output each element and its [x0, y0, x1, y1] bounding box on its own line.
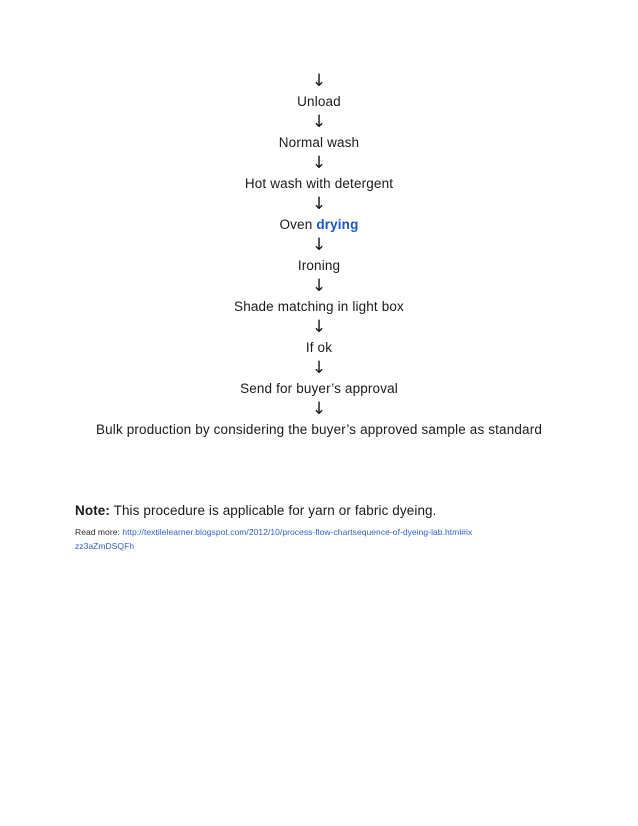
read-more-url-line-2: lab.html#ixzz3aZmDSQFh [75, 526, 473, 551]
read-more-paragraph: Read more: http://textilelearner.blogspo… [75, 525, 475, 553]
note-paragraph: Note: This procedure is applicable for y… [75, 501, 555, 520]
flow-arrow-icon: ↓ [311, 235, 327, 255]
flow-arrow-icon: ↓ [311, 399, 327, 419]
flow-step-oven-drying: Oven drying [0, 214, 638, 236]
note-text: This procedure is applicable for yarn or… [110, 502, 437, 518]
flow-arrow-icon: ↓ [311, 358, 327, 378]
read-more-label: Read more: [75, 526, 120, 537]
flow-step-shade-matching-in-light-box: Shade matching in light box [234, 299, 404, 314]
flow-step-if-ok: If ok [305, 340, 333, 355]
flow-step-unload: Unload [297, 94, 341, 109]
flow-step-oven-label: Oven [279, 217, 317, 232]
flow-step-bulk-production: Bulk production by considering the buyer… [95, 422, 542, 437]
flow-step-ironing: Ironing [297, 258, 341, 273]
note-label: Note: [75, 502, 110, 518]
flow-arrow-icon: ↓ [311, 194, 327, 214]
flow-arrow-icon: ↓ [311, 112, 327, 132]
process-flow-chart: ↓ Unload ↓ Normal wash ↓ Hot wash with d… [0, 72, 638, 441]
read-more-url-line-1: http://textilelearner.blogspot.com/2012/… [122, 526, 432, 537]
flow-arrow-icon: ↓ [311, 153, 327, 173]
flow-step-drying-highlight: drying [316, 217, 359, 232]
flow-arrow-icon: ↓ [311, 71, 327, 91]
flow-step-normal-wash: Normal wash [278, 135, 360, 150]
read-more-link[interactable]: http://textilelearner.blogspot.com/2012/… [75, 527, 472, 551]
flow-step-hot-wash-with-detergent: Hot wash with detergent [244, 176, 394, 191]
flow-arrow-icon: ↓ [311, 317, 327, 337]
flow-arrow-icon: ↓ [311, 276, 327, 296]
flow-step-send-for-buyers-approval: Send for buyer’s approval [240, 381, 398, 396]
